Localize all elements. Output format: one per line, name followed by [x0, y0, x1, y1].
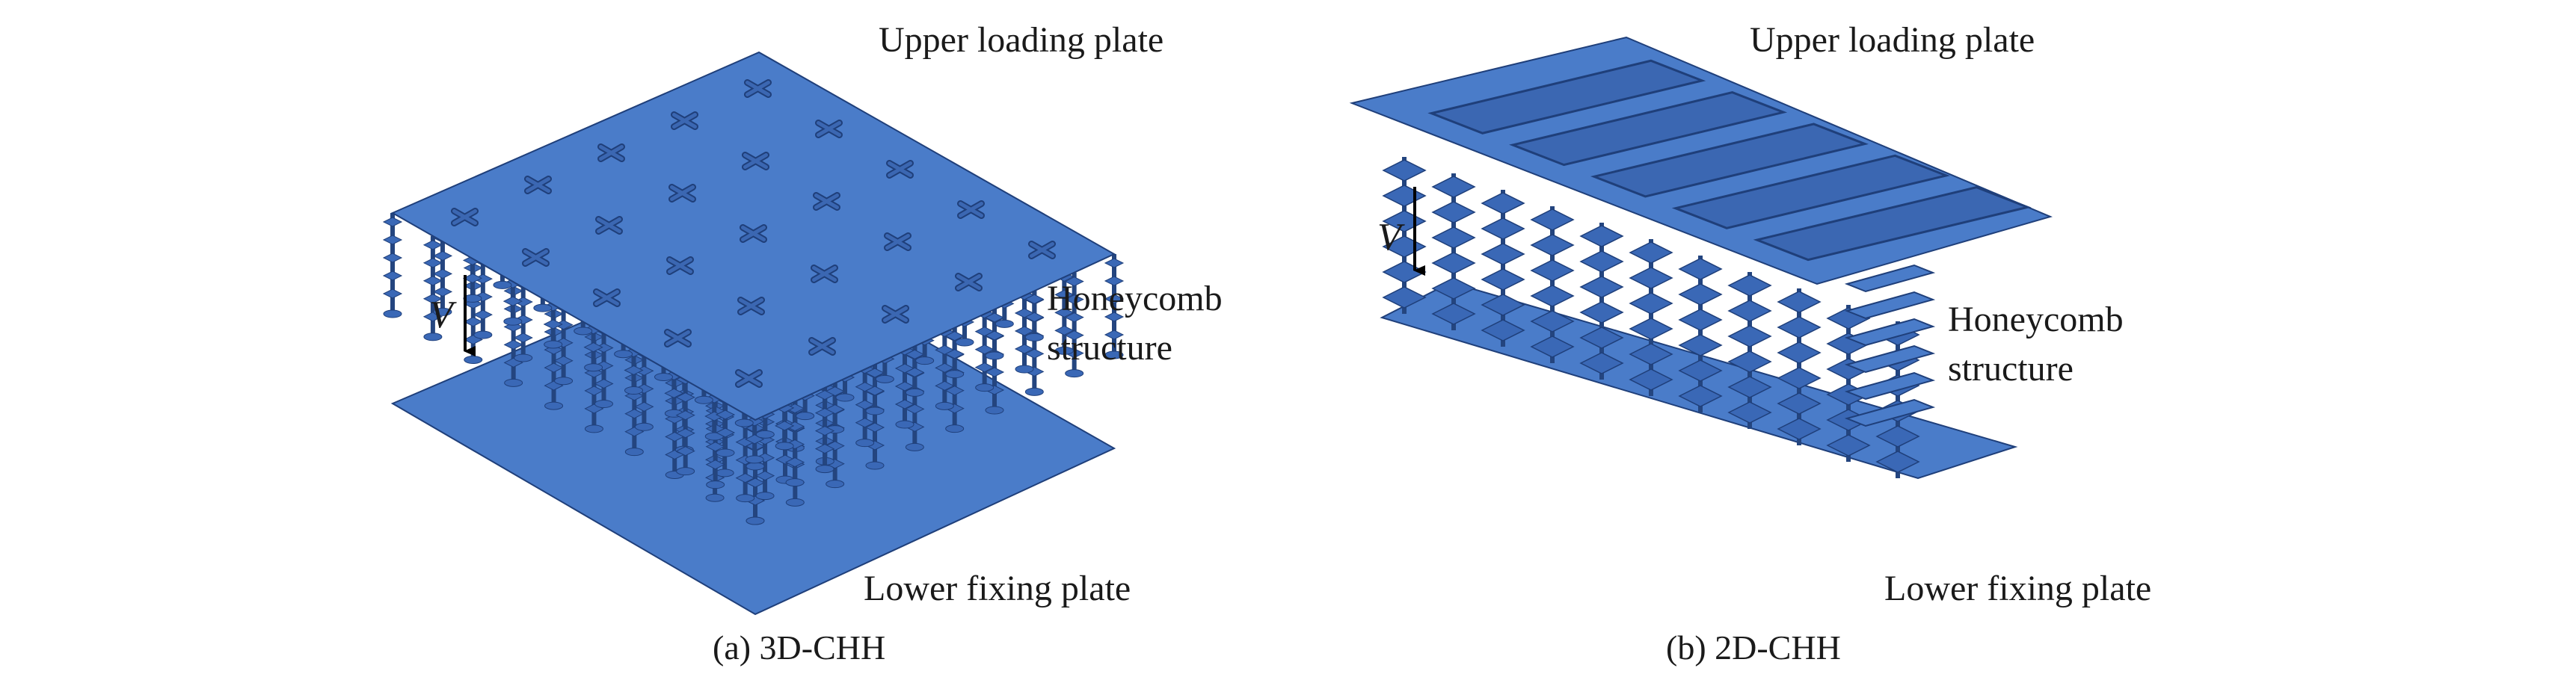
panel-b-lower-plate-label: Lower fixing plate — [1884, 569, 2152, 608]
cross-hole-icon — [882, 305, 909, 324]
cross-hole-icon — [597, 143, 625, 162]
cross-hole-icon — [742, 152, 769, 170]
cross-hole-icon — [884, 232, 912, 251]
honeycomb-wall-column — [1530, 206, 1575, 363]
cross-hole-icon — [1028, 241, 1056, 259]
honeycomb-wall-column — [1777, 288, 1822, 445]
honeycomb-wall-column — [1678, 256, 1723, 412]
panel-a-honeycomb-label-line2: structure — [1047, 328, 1172, 368]
cross-hole-icon — [668, 184, 696, 203]
cross-hole-icon — [811, 265, 838, 283]
cross-hole-icon — [957, 200, 985, 219]
panel-a-caption: (a) 3D-CHH — [713, 628, 886, 667]
honeycomb-wall-column — [1481, 190, 1525, 347]
cross-hole-icon — [735, 369, 763, 388]
honeycomb-wall-column — [1727, 272, 1772, 429]
honeycomb-column — [382, 213, 403, 318]
panel-a-velocity-label: V — [429, 294, 453, 336]
panel-a-diagram — [382, 51, 1125, 616]
cross-hole-icon — [744, 79, 772, 98]
rect-slot-icon — [1590, 123, 1869, 198]
panel-a-upper-plate-label: Upper loading plate — [879, 20, 1164, 60]
honeycomb-fin — [1844, 318, 1936, 347]
panel-b-honeycomb — [1382, 157, 1936, 478]
panel-b-honeycomb-label-line2: structure — [1948, 349, 2074, 389]
cross-hole-icon — [808, 337, 836, 356]
cross-hole-icon — [955, 273, 983, 291]
cross-hole-icon — [664, 329, 692, 347]
cross-hole-icon — [666, 256, 694, 275]
cross-hole-icon — [524, 176, 552, 194]
honeycomb-column — [503, 282, 523, 387]
cross-hole-icon — [813, 192, 840, 211]
honeycomb-wall-column — [1579, 223, 1624, 380]
cross-hole-icon — [737, 297, 765, 315]
cross-hole-icon — [451, 208, 479, 226]
panel-b-velocity-label: V — [1377, 216, 1401, 259]
cross-hole-icon — [740, 224, 767, 243]
panel-a-lower-plate-label: Lower fixing plate — [864, 569, 1131, 608]
rect-slot-icon — [1427, 59, 1706, 135]
honeycomb-column — [675, 370, 695, 476]
rect-slot-icon — [1671, 154, 1950, 229]
cross-hole-icon — [595, 216, 623, 235]
honeycomb-wall-column — [1629, 239, 1673, 396]
honeycomb-fin — [1844, 264, 1936, 293]
honeycomb-column — [1104, 254, 1125, 359]
rect-slot-icon — [1753, 186, 2032, 262]
panel-a-honeycomb-label-line1: Honeycomb — [1047, 279, 1223, 318]
cross-hole-icon — [886, 160, 914, 179]
panel-b-rect-slots — [1427, 59, 2032, 262]
honeycomb-fin — [1844, 398, 1936, 427]
panel-b-diagram — [1349, 36, 2053, 480]
honeycomb-fin — [1844, 371, 1936, 401]
honeycomb-wall-column — [1431, 173, 1476, 330]
rect-slot-icon — [1509, 91, 1788, 167]
honeycomb-fin — [1844, 291, 1936, 320]
cross-hole-icon — [593, 288, 621, 307]
cross-hole-icon — [815, 120, 843, 138]
panel-b-caption: (b) 2D-CHH — [1666, 628, 1841, 667]
honeycomb-fin — [1844, 344, 1936, 374]
cross-hole-icon — [671, 111, 698, 130]
cross-hole-icon — [522, 248, 550, 267]
panel-b-honeycomb-label-line1: Honeycomb — [1948, 300, 2124, 339]
panel-b-upper-plate-label: Upper loading plate — [1750, 20, 2035, 60]
honeycomb-column — [1064, 272, 1084, 378]
panel-a-cross-holes — [451, 79, 1056, 388]
